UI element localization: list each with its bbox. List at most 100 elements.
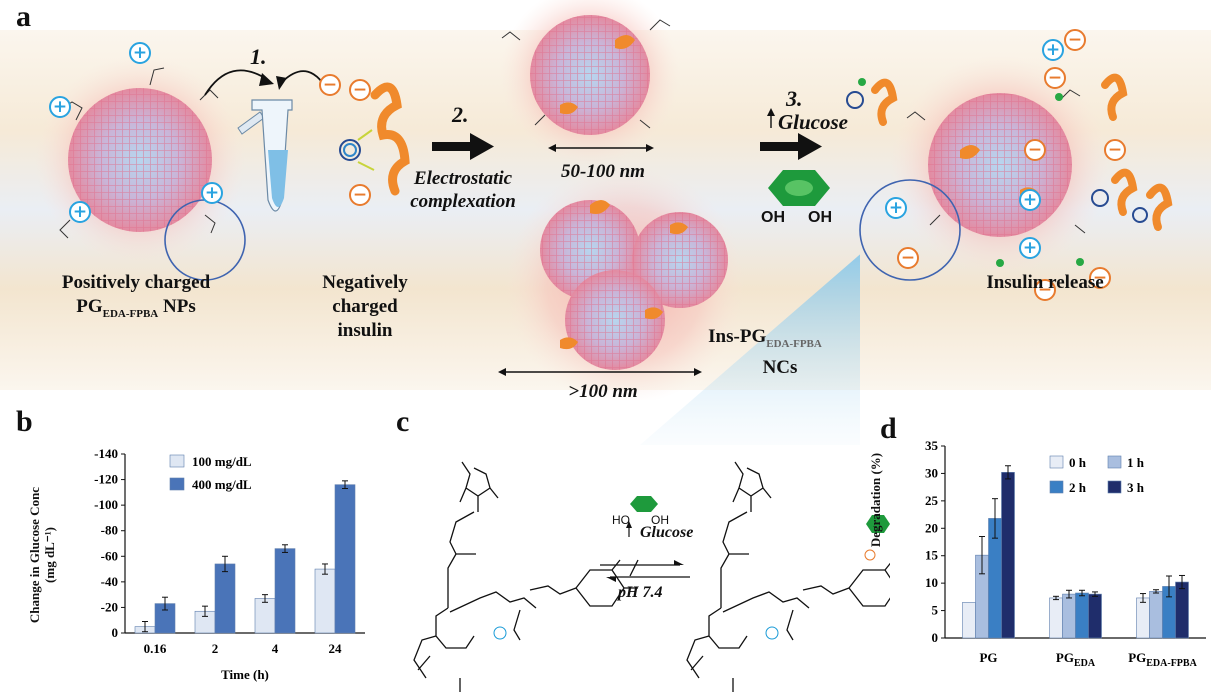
nanoparticle-left <box>35 55 246 281</box>
chart-d-bar <box>1088 593 1102 639</box>
positive-charge-icon: + <box>201 182 223 204</box>
size-small-label: 50-100 nm <box>561 161 645 182</box>
chart-d-ytick-label: 5 <box>932 603 939 618</box>
chart-b-ytick-label: -80 <box>101 523 118 538</box>
chart-b-xtick-label: 2 <box>212 641 219 656</box>
chart-d-ytick-label: 0 <box>932 630 939 645</box>
step2-label: 2. <box>452 102 469 127</box>
positive-charge-icon: + <box>69 201 91 223</box>
chart-b-ytick-label: 0 <box>112 625 119 640</box>
glucose-icon-c <box>630 496 658 512</box>
chart-b-legend-label: 400 mg/dL <box>192 477 252 492</box>
chart-b-xtick-label: 4 <box>272 641 279 656</box>
chem-oh: OH <box>651 513 669 527</box>
chart-d-bar <box>1062 593 1076 639</box>
chart-d-legend-swatch <box>1049 455 1064 469</box>
positive-charge-icon: + <box>49 96 71 118</box>
chart-d-legend-swatch <box>1107 480 1122 494</box>
chart-b-bar <box>334 484 356 634</box>
negative-charge-icon: − <box>1104 139 1126 161</box>
nc-label: Ins-PGEDA-FPBA NCs <box>708 326 822 378</box>
chart-d-bar <box>962 602 976 639</box>
chart-b-ytick-label: -20 <box>101 599 118 614</box>
nanocomplex-large <box>505 165 745 400</box>
chart-d-legend-label: 0 h <box>1069 455 1087 470</box>
negative-charge-icon: − <box>1089 267 1111 289</box>
chart-b-ytick-label: -120 <box>94 472 118 487</box>
chart-d-bar <box>1149 591 1163 639</box>
chart-b-ytick-label: -60 <box>101 548 118 563</box>
panel-letter-b: b <box>16 405 33 438</box>
chart-d-xtick-label: PGEDA <box>1056 650 1096 669</box>
chart-d-ytick-label: 30 <box>925 465 938 480</box>
chart-d-xtick-label: PG <box>979 650 997 665</box>
chart-d-bar <box>1049 597 1063 639</box>
chart-b-bar <box>274 548 296 634</box>
size-large-label: >100 nm <box>568 381 638 402</box>
chart-b-xtick-label: 0.16 <box>144 641 167 656</box>
size-arrow-small <box>548 144 654 152</box>
arrow-step2 <box>432 133 494 160</box>
chem-ph-label: pH 7.4 <box>618 584 663 601</box>
chart-b-bar <box>314 568 336 634</box>
chart-b-bar <box>254 598 276 634</box>
chart-d-ytick-label: 20 <box>925 520 938 535</box>
chart-d-ylabel: Degradation (%) <box>868 452 883 548</box>
step1-label: 1. <box>250 44 267 69</box>
released-insulin-icons <box>846 73 1173 267</box>
chart-d-bar <box>1136 597 1150 639</box>
chart-b-legend-label: 100 mg/dL <box>192 454 252 469</box>
chart-b-ytick-label: -100 <box>94 497 118 512</box>
chart-d-legend-label: 3 h <box>1127 480 1145 495</box>
chart-b-legend-swatch <box>169 454 185 468</box>
chart-b-ylabel: Change in Glucose Conc (mg dL⁻¹) <box>27 486 57 624</box>
chem-scheme <box>413 461 890 692</box>
zoom-beam <box>640 254 860 445</box>
positive-charge-icon: + <box>129 42 151 64</box>
glucose-icon <box>768 170 830 206</box>
negative-charge-icon: − <box>349 79 371 101</box>
chart-d-bar <box>1075 592 1089 639</box>
size-arrow-large <box>498 368 702 376</box>
negative-charge-icon: − <box>349 184 371 206</box>
chart-d-ytick-label: 15 <box>925 548 939 563</box>
chart-d-xtick-label: PGEDA-FPBA <box>1128 650 1197 669</box>
chart-d-ytick-label: 25 <box>925 493 939 508</box>
tube-icon <box>237 99 293 212</box>
nanoparticle-right <box>859 55 1110 281</box>
chart-d-bar <box>1001 472 1015 639</box>
negative-charge-icon: − <box>1044 67 1066 89</box>
chart-d-legend-swatch <box>1049 480 1064 494</box>
insulin-label: Negatively charged insulin <box>322 272 408 341</box>
chart-d-legend-label: 2 h <box>1069 480 1087 495</box>
insulin-icon <box>339 82 410 196</box>
panel-letter-a: a <box>16 0 31 33</box>
chart-b-xlabel: Time (h) <box>221 667 269 682</box>
nanocomplex-small <box>500 0 680 165</box>
chart-d-ytick-label: 10 <box>925 575 938 590</box>
panel-letter-d: d <box>880 412 897 445</box>
molecule-right <box>686 461 890 692</box>
negative-charge-icon: − <box>319 74 341 96</box>
negative-charge-icon: − <box>1064 29 1086 51</box>
chart-d-legend-swatch <box>1107 455 1122 469</box>
positive-charge-icon: + <box>885 197 907 219</box>
glucose-oh-right: OH <box>808 209 832 226</box>
chart-d-ytick-label: 35 <box>925 440 939 453</box>
step3-glucose: Glucose <box>778 110 848 134</box>
negative-charge-icon: − <box>1024 139 1046 161</box>
np-label: Positively charged PGEDA-FPBA NPs <box>61 272 211 320</box>
chart-b-xtick-label: 24 <box>329 641 343 656</box>
positive-charge-icon: + <box>1042 39 1064 61</box>
step3-label: 3. <box>786 86 803 111</box>
chem-glucose-label: Glucose <box>640 524 694 541</box>
panel-letter-c: c <box>396 405 410 438</box>
curved-arrow-left <box>204 69 269 96</box>
positive-charge-icon: + <box>1019 189 1041 211</box>
chem-ho: HO <box>612 513 630 527</box>
negative-charge-icon: − <box>897 247 919 269</box>
release-label: Insulin release <box>986 272 1104 293</box>
molecule-left <box>413 461 639 692</box>
